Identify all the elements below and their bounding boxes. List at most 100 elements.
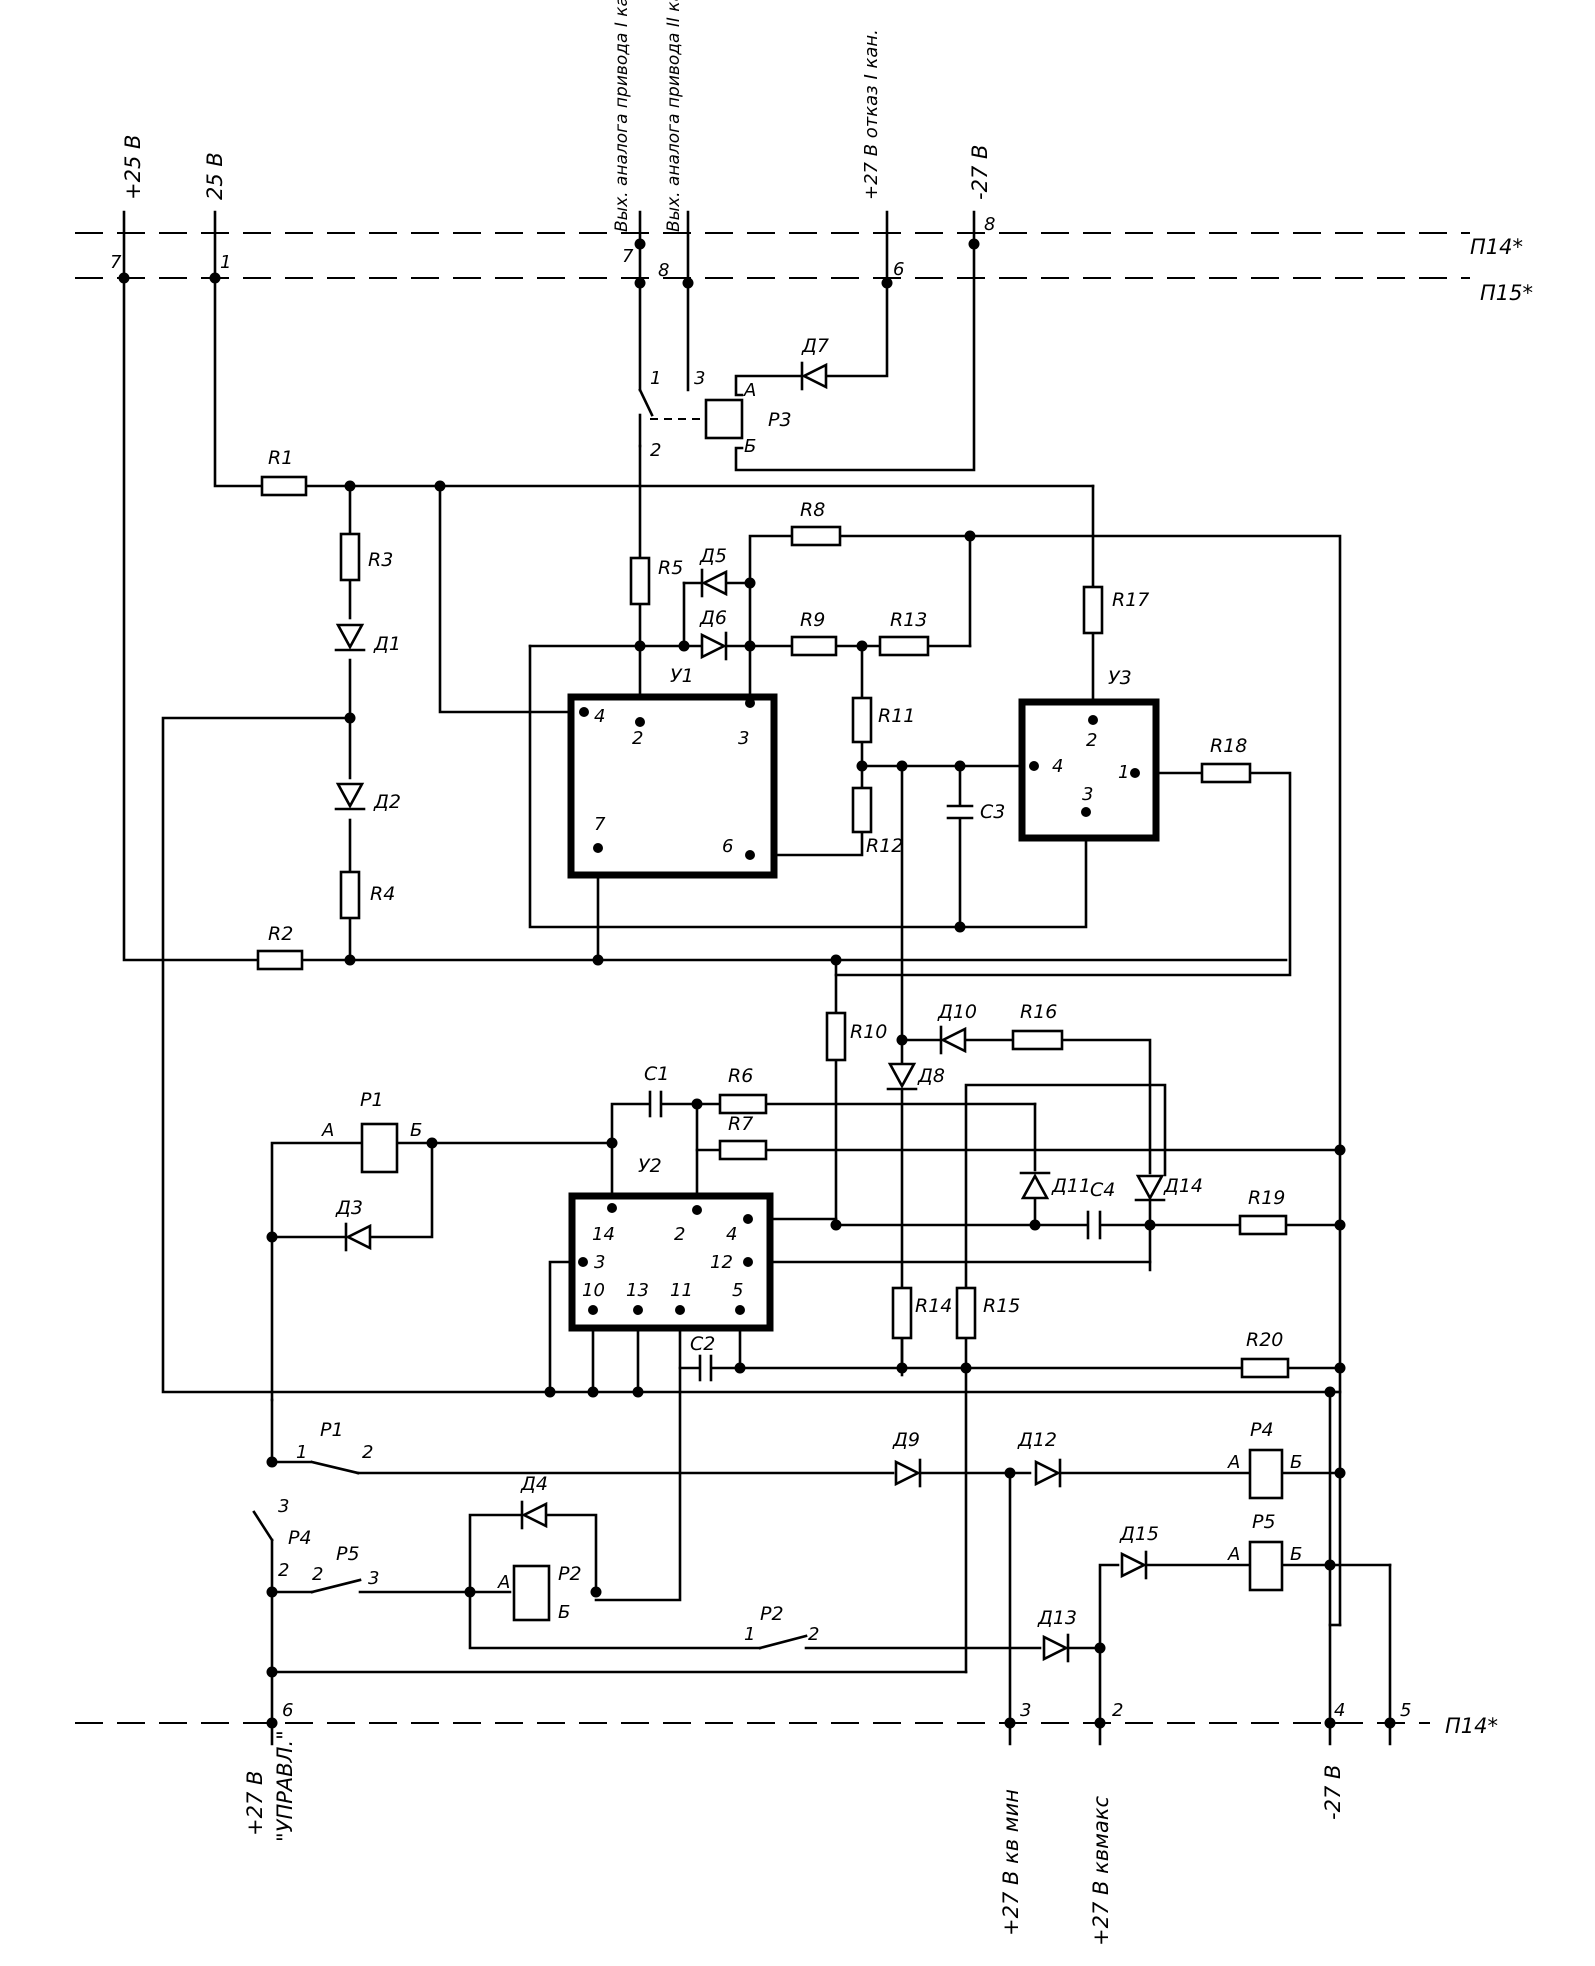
svg-text:14: 14 — [592, 1224, 615, 1245]
resistor-r7 — [718, 1139, 768, 1161]
svg-text:P4: P4 — [288, 1527, 312, 1549]
svg-text:Д9: Д9 — [892, 1429, 920, 1451]
svg-text:R2: R2 — [268, 923, 293, 945]
svg-text:A: A — [743, 380, 756, 401]
resistor-r12 — [851, 786, 873, 834]
svg-text:12: 12 — [710, 1252, 733, 1273]
diode-d13: Д13 — [1037, 1607, 1077, 1663]
rail-label-m27-top: -27 В — [968, 145, 992, 200]
svg-text:Д14: Д14 — [1163, 1175, 1203, 1197]
relay-contacts: 1 3 2 P1 1 2 3 P4 2 P5 2 3 P2 1 2 — [252, 368, 819, 1650]
resistor-r2 — [256, 949, 304, 971]
diode-d15: Д15 — [1119, 1523, 1159, 1580]
resistor-r8 — [790, 525, 842, 547]
resistor-r20 — [1240, 1357, 1290, 1379]
svg-text:1: 1 — [650, 368, 661, 389]
svg-text:R6: R6 — [728, 1065, 753, 1087]
svg-text:Б: Б — [1290, 1452, 1302, 1473]
svg-text:2: 2 — [362, 1442, 373, 1463]
svg-text:Д13: Д13 — [1037, 1607, 1077, 1629]
svg-text:5: 5 — [732, 1280, 743, 1301]
top-rail-labels: +25 В 25 В Вых. аналога привода I кан. В… — [121, 0, 992, 232]
diode-d7: Д7 — [800, 335, 829, 391]
capacitor-c3: C3 — [946, 801, 1005, 823]
diode-d10: Д10 — [937, 1001, 977, 1055]
svg-text:R7: R7 — [728, 1113, 753, 1135]
svg-text:2: 2 — [650, 440, 661, 461]
svg-text:C3: C3 — [980, 801, 1005, 823]
svg-text:R16: R16 — [1020, 1001, 1057, 1023]
resistor-r15 — [955, 1286, 977, 1340]
svg-text:2: 2 — [1086, 730, 1097, 751]
svg-text:2: 2 — [278, 1560, 289, 1581]
svg-text:Д6: Д6 — [699, 607, 727, 629]
pin-t6: 6 — [893, 259, 904, 280]
svg-text:2: 2 — [674, 1224, 685, 1245]
svg-text:10: 10 — [582, 1280, 605, 1301]
svg-text:3: 3 — [1020, 1700, 1031, 1721]
diode-d11: Д11 — [1019, 1171, 1091, 1200]
svg-text:P3: P3 — [768, 409, 792, 431]
svg-text:R5: R5 — [658, 557, 683, 579]
bottom-rail-labels: +27 В "УПРАВЛ." +27 В кв мин +27 В квмак… — [243, 1730, 1345, 1946]
svg-text:4: 4 — [1052, 756, 1063, 777]
svg-text:У1: У1 — [670, 665, 694, 687]
rail-label-p27-fail: +27 В отказ I кан. — [861, 29, 882, 200]
pin-t7b: 7 — [622, 246, 634, 267]
svg-text:A: A — [321, 1120, 334, 1141]
rail-label-ctrl: "УПРАВЛ." — [273, 1730, 297, 1842]
svg-text:R13: R13 — [890, 609, 927, 631]
svg-text:R18: R18 — [1210, 735, 1247, 757]
svg-text:Д4: Д4 — [520, 1473, 548, 1495]
resistors: R1 R3 R4 R2 R5 R8 R9 R13 R11 R12 R17 R18… — [256, 447, 1290, 1379]
svg-text:5: 5 — [1400, 1700, 1411, 1721]
svg-text:1: 1 — [744, 1624, 755, 1645]
svg-text:P2: P2 — [760, 1603, 784, 1625]
diodes: Д1 Д2 Д3 Д4 Д5 Д6 — [334, 335, 1203, 1663]
svg-text:P1: P1 — [360, 1089, 384, 1111]
svg-text:3: 3 — [738, 728, 749, 749]
svg-text:3: 3 — [368, 1568, 379, 1589]
rail-label-out2: Вых. аналога привода II кан. — [664, 0, 684, 232]
svg-text:3: 3 — [1082, 784, 1093, 805]
pin-t7: 7 — [110, 252, 122, 273]
svg-text:R12: R12 — [866, 835, 903, 857]
svg-text:Б: Б — [410, 1120, 422, 1141]
svg-text:Д7: Д7 — [801, 335, 829, 357]
svg-text:3: 3 — [278, 1496, 289, 1517]
rail-label-m27-bottom: -27 В — [1321, 1765, 1345, 1820]
diode-d14: Д14 — [1134, 1174, 1203, 1202]
diode-d8: Д8 — [886, 1062, 945, 1091]
svg-text:R1: R1 — [268, 447, 293, 469]
capacitor-c2: C2 — [690, 1333, 715, 1382]
svg-text:6: 6 — [282, 1700, 293, 1721]
amplifier-u1: У1 4 2 3 7 6 — [567, 665, 778, 879]
resistor-r19 — [1238, 1214, 1288, 1236]
svg-text:Д10: Д10 — [937, 1001, 977, 1023]
resistor-r11 — [851, 696, 873, 744]
svg-text:R4: R4 — [370, 883, 395, 905]
connector-lines: П14* П15* П14* — [75, 232, 1533, 1738]
diode-d12: Д12 — [1017, 1429, 1062, 1488]
svg-text:Д3: Д3 — [335, 1197, 363, 1219]
svg-text:C4: C4 — [1090, 1179, 1115, 1201]
svg-text:P1: P1 — [320, 1419, 344, 1441]
svg-text:У2: У2 — [638, 1155, 662, 1177]
svg-text:4: 4 — [594, 706, 605, 727]
diode-d9: Д9 — [892, 1429, 922, 1488]
svg-text:Д1: Д1 — [373, 633, 401, 655]
resistor-r17 — [1082, 585, 1104, 635]
svg-text:Д2: Д2 — [373, 791, 401, 813]
svg-text:P4: P4 — [1250, 1419, 1274, 1441]
relay-p5: P5 A Б — [1227, 1511, 1302, 1592]
resistor-r4 — [339, 870, 361, 920]
amplifier-u2: У2 14 2 4 3 12 10 13 11 5 — [568, 1155, 774, 1332]
svg-text:R8: R8 — [800, 499, 825, 521]
resistor-r1 — [260, 475, 308, 497]
resistor-r10 — [825, 1011, 847, 1062]
svg-text:R9: R9 — [800, 609, 825, 631]
svg-text:2: 2 — [312, 1564, 323, 1585]
pin-t8: 8 — [658, 260, 669, 281]
svg-text:Д11: Д11 — [1051, 1175, 1091, 1197]
